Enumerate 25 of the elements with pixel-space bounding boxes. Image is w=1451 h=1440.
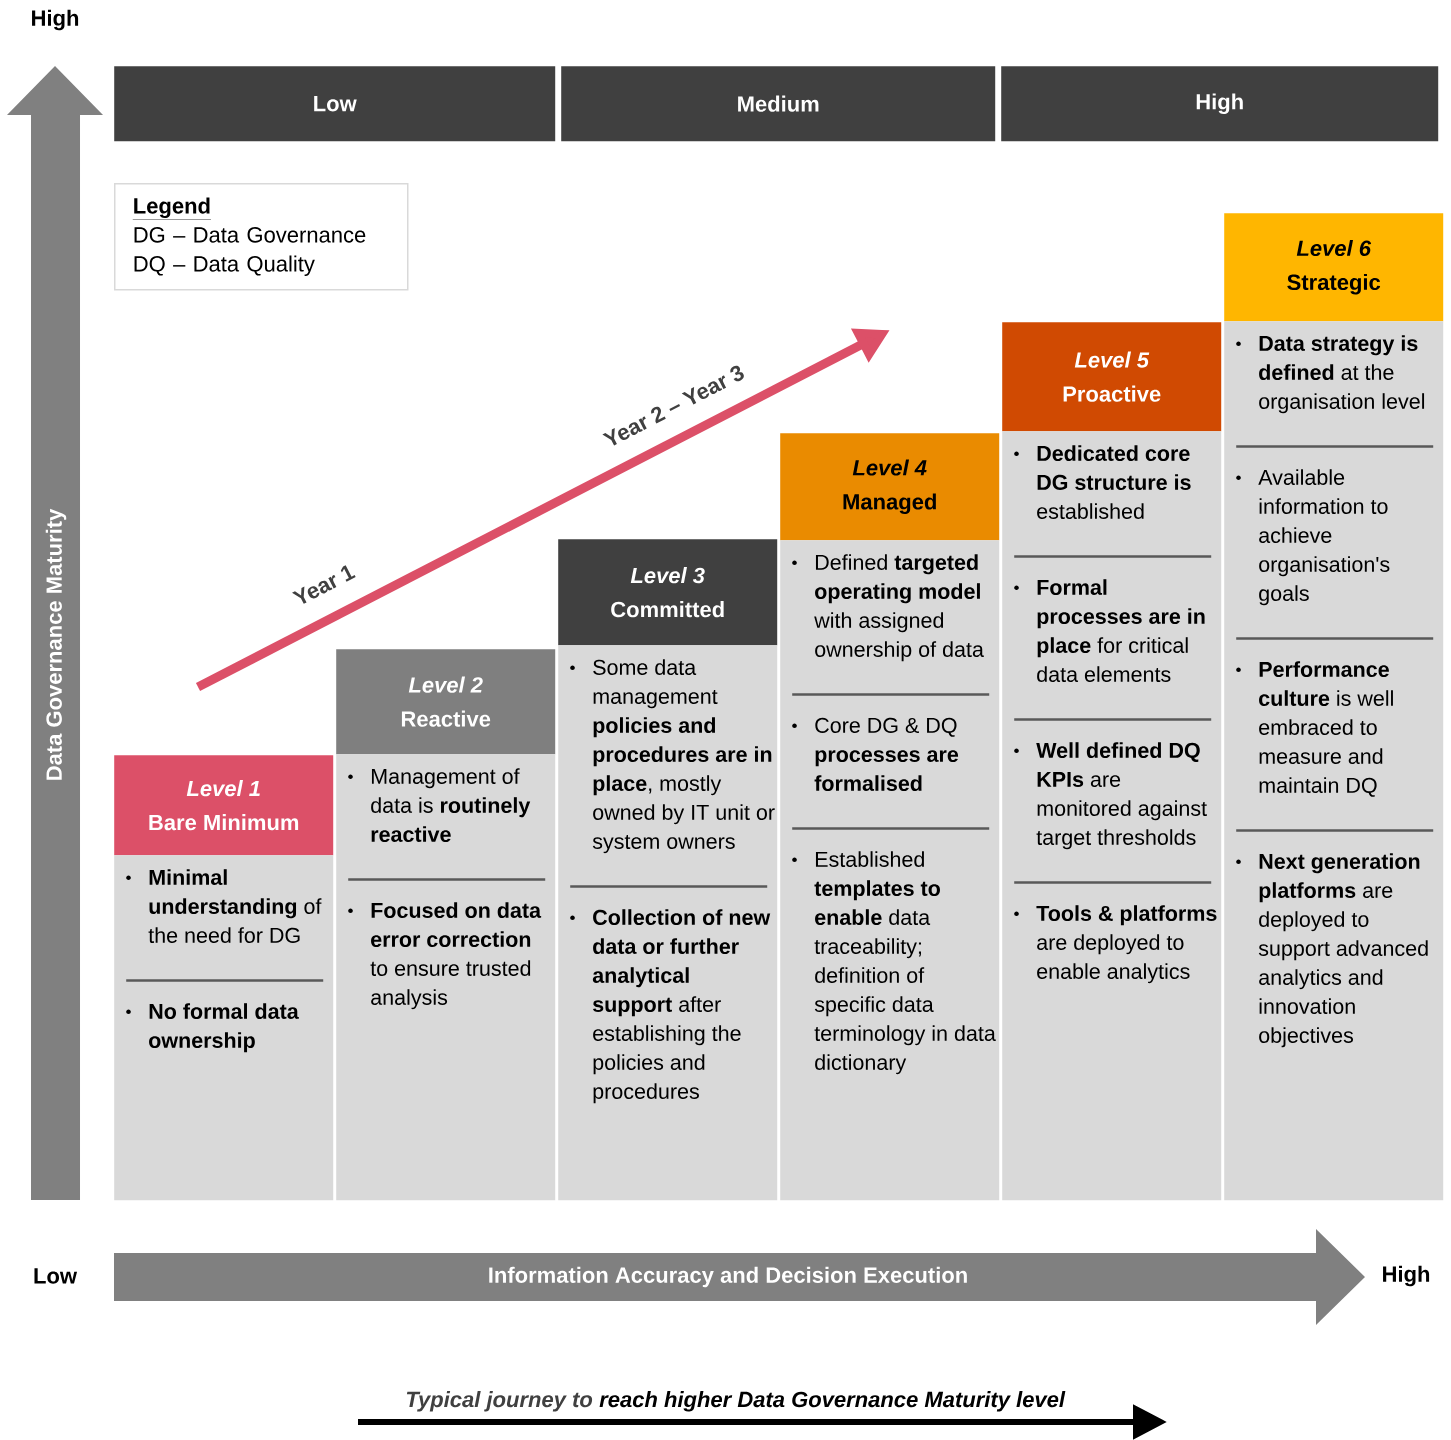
legend-box: Legend DG – Data Governance DQ – Data Quality: [114, 183, 409, 291]
arrow-label: Year 1: [292, 565, 356, 604]
bullet-list-panel: Management of data is routinely reactive Focused on data error correction to ensure trusted analysis: [336, 754, 556, 1201]
arrow-label: Year 2 – Year 3: [602, 365, 744, 446]
level-header-box: Level 4 Managed: [780, 433, 1000, 541]
band-header: Low: [114, 66, 556, 142]
axis-label: Information Accuracy and Decision Execution: [489, 1266, 967, 1288]
axis-label: Low: [34, 1268, 78, 1284]
bullet-list-panel: Dedicated core DG structure is established Formal processes are in place for critical data elements Well defined DQ KPIs are monitored against target thresholds Tools & platforms are deployed to enable analytics: [1002, 431, 1222, 1201]
axis-label: Data Governance Maturity: [45, 508, 67, 780]
band-header: High: [1001, 66, 1439, 142]
caption-text: reach higher Data Governance Maturity level: [599, 1391, 1066, 1412]
bullet-list-panel: Some data management policies and procedures are in place, mostly owned by IT unit or system owners Collection of new data or further analytical support after establishing the policies and procedures: [558, 645, 778, 1201]
axis-label: High: [1383, 1265, 1430, 1287]
bullet-list-panel: Data strategy is defined at the organisation level Available information to achieve organisation's goals Performance culture is well embraced to measure and maintain DQ Next generation platforms are deployed to support advanced analytics and innovation objectives: [1224, 321, 1444, 1201]
level-header-box: Level 5 Proactive: [1002, 322, 1222, 432]
level-header-box: Level 1 Bare Minimum: [114, 755, 334, 856]
level-header-box: Level 3 Committed: [558, 539, 778, 646]
bullet-list-panel: Defined targeted operating model with assigned ownership of data Core DG & DQ processes are formalised Established templates to enable data traceability; definition of specific data terminology in data dictionary: [780, 540, 1000, 1201]
axis-label: High: [32, 9, 79, 31]
level-header-box: Level 2 Reactive: [336, 649, 556, 755]
band-header: Medium: [561, 66, 996, 142]
caption-text: Typical journey to: [406, 1391, 593, 1412]
level-header-box: Level 6 Strategic: [1224, 213, 1444, 322]
bullet-list-panel: Minimal understanding of the need for DG No formal data ownership: [114, 855, 334, 1201]
